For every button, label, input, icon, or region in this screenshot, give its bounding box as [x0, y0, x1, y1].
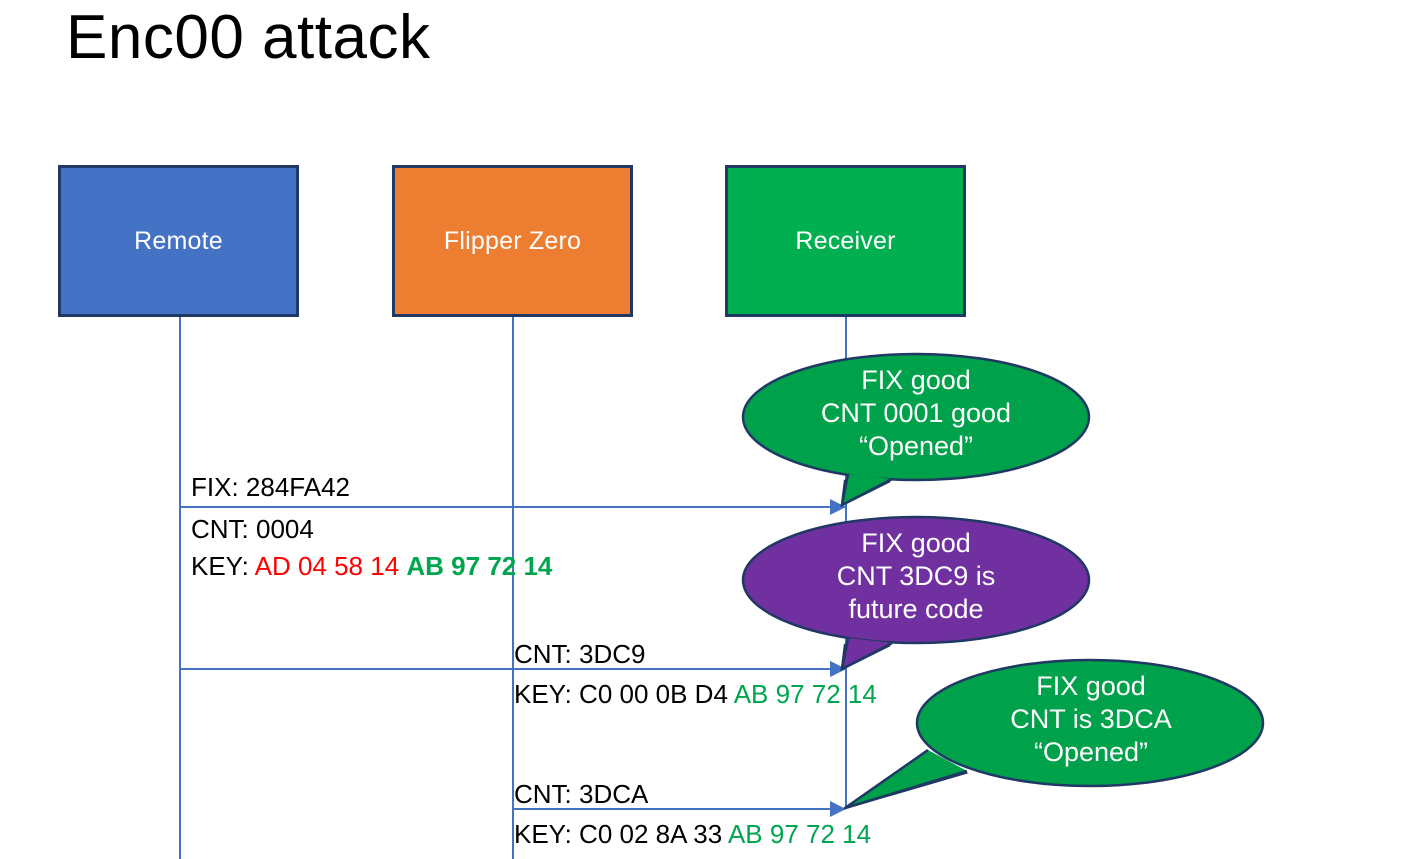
- message-2-line-2: KEY: AD 04 58 14 AB 97 72 14: [191, 553, 552, 579]
- cnt-value-flipper-1: CNT: 3DC9: [514, 639, 646, 669]
- message-text-3: CNT: 3DC9: [514, 641, 645, 667]
- message-text-6: KEY: C0 02 8A 33 AB 97 72 14: [514, 821, 871, 847]
- lifeline-flipper-zero: [512, 317, 514, 859]
- cnt-value-flipper-2: CNT: 3DCA: [514, 779, 649, 809]
- message-1-line-1: FIX: 284FA42: [191, 472, 350, 502]
- actor-label-flipper-zero: Flipper Zero: [443, 226, 582, 255]
- callout-1-shape: [741, 352, 1091, 508]
- message-text-4: KEY: C0 00 0B D4 AB 97 72 14: [514, 681, 877, 707]
- message-2-line-1: CNT: 0004: [191, 516, 552, 542]
- key-label-flipper-2: KEY: C0 02 8A 33: [514, 819, 728, 849]
- message-text-1: FIX: 284FA42: [191, 474, 350, 500]
- lifeline-remote: [179, 317, 181, 859]
- page-title: Enc00 attack: [66, 3, 431, 72]
- key-serial-remote: AB 97 72 14: [406, 551, 553, 581]
- actor-label-remote: Remote: [134, 226, 223, 255]
- callout-fix-good-cnt-0001[interactable]: FIX good CNT 0001 good “Opened”: [741, 352, 1091, 508]
- key-encrypted-remote: AD 04 58 14: [254, 551, 400, 581]
- callout-2-shape: [741, 515, 1091, 672]
- key-serial-flipper-1: AB 97 72 14: [733, 679, 877, 709]
- actor-label-receiver: Receiver: [795, 226, 896, 255]
- callout-fix-good-cnt-3dca[interactable]: FIX good CNT is 3DCA “Opened”: [843, 655, 1265, 810]
- callout-3-shape: [843, 658, 1265, 810]
- message-text-2: CNT: 0004 KEY: AD 04 58 14 AB 97 72 14: [191, 516, 552, 579]
- actor-box-remote[interactable]: Remote: [58, 165, 299, 317]
- actor-box-flipper-zero[interactable]: Flipper Zero: [392, 165, 633, 317]
- key-label-remote: KEY:: [191, 551, 255, 581]
- message-arrow-4: [513, 801, 846, 817]
- message-text-5: CNT: 3DCA: [514, 781, 648, 807]
- cnt-value-remote: CNT: 0004: [191, 514, 314, 544]
- callout-fix-good-cnt-3dc9-future[interactable]: FIX good CNT 3DC9 is future code: [741, 515, 1091, 672]
- key-label-flipper-1: KEY: C0 00 0B D4: [514, 679, 734, 709]
- key-serial-flipper-2: AB 97 72 14: [727, 819, 872, 849]
- actor-box-receiver[interactable]: Receiver: [725, 165, 966, 317]
